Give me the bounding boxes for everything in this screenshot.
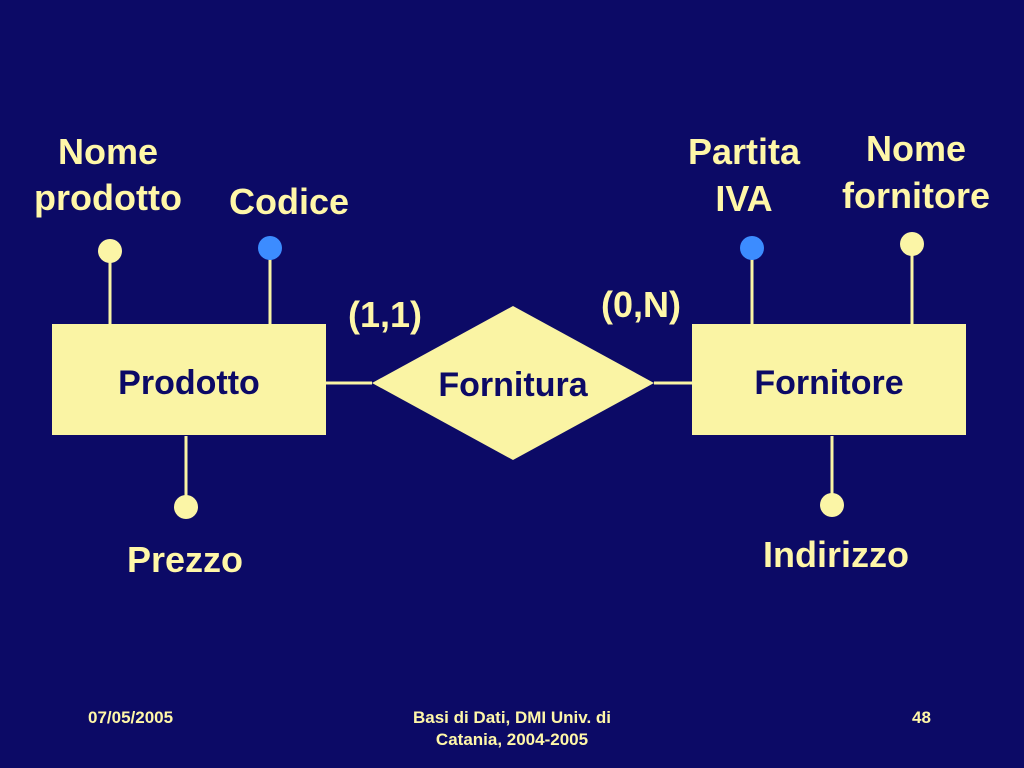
- relationship-fornitura-diamond: [372, 306, 654, 460]
- footer-course: Basi di Dati, DMI Univ. di Catania, 2004…: [362, 707, 662, 751]
- key-attribute-dot-codice: [258, 236, 282, 260]
- entity-prodotto-label: Prodotto: [118, 364, 260, 402]
- attribute-label-indirizzo: Indirizzo: [763, 534, 909, 575]
- attribute-label-codice: Codice: [229, 181, 349, 222]
- footer-course-line2: Catania, 2004-2005: [435, 730, 589, 749]
- footer-page-number: 48: [912, 708, 931, 727]
- footer-date: 07/05/2005: [88, 708, 174, 727]
- entity-fornitore-box: [692, 324, 966, 435]
- attribute-dot-indirizzo: [820, 493, 844, 517]
- entity-fornitore-label: Fornitore: [754, 364, 903, 402]
- attribute-label-nome-fornitore-line1: Nome: [866, 128, 966, 169]
- attribute-label-partita-iva-line2: IVA: [715, 178, 772, 219]
- attribute-dot-nome-prodotto: [98, 239, 122, 263]
- relationship-fornitura-label: Fornitura: [438, 366, 588, 404]
- attribute-label-prezzo: Prezzo: [127, 539, 243, 580]
- attribute-label-partita-iva-line1: Partita: [688, 131, 801, 172]
- cardinality-right: (0,N): [601, 284, 681, 325]
- attribute-dot-prezzo: [174, 495, 198, 519]
- footer-course-line1: Basi di Dati, DMI Univ. di: [412, 708, 612, 727]
- attribute-label-nome-prodotto-line1: Nome: [58, 131, 158, 172]
- attribute-label-nome-prodotto-line2: prodotto: [34, 177, 182, 218]
- cardinality-left: (1,1): [348, 294, 422, 335]
- attribute-label-nome-fornitore-line2: fornitore: [842, 175, 990, 216]
- key-attribute-dot-partita-iva: [740, 236, 764, 260]
- attribute-dot-nome-fornitore: [900, 232, 924, 256]
- entity-prodotto-box: [52, 324, 326, 435]
